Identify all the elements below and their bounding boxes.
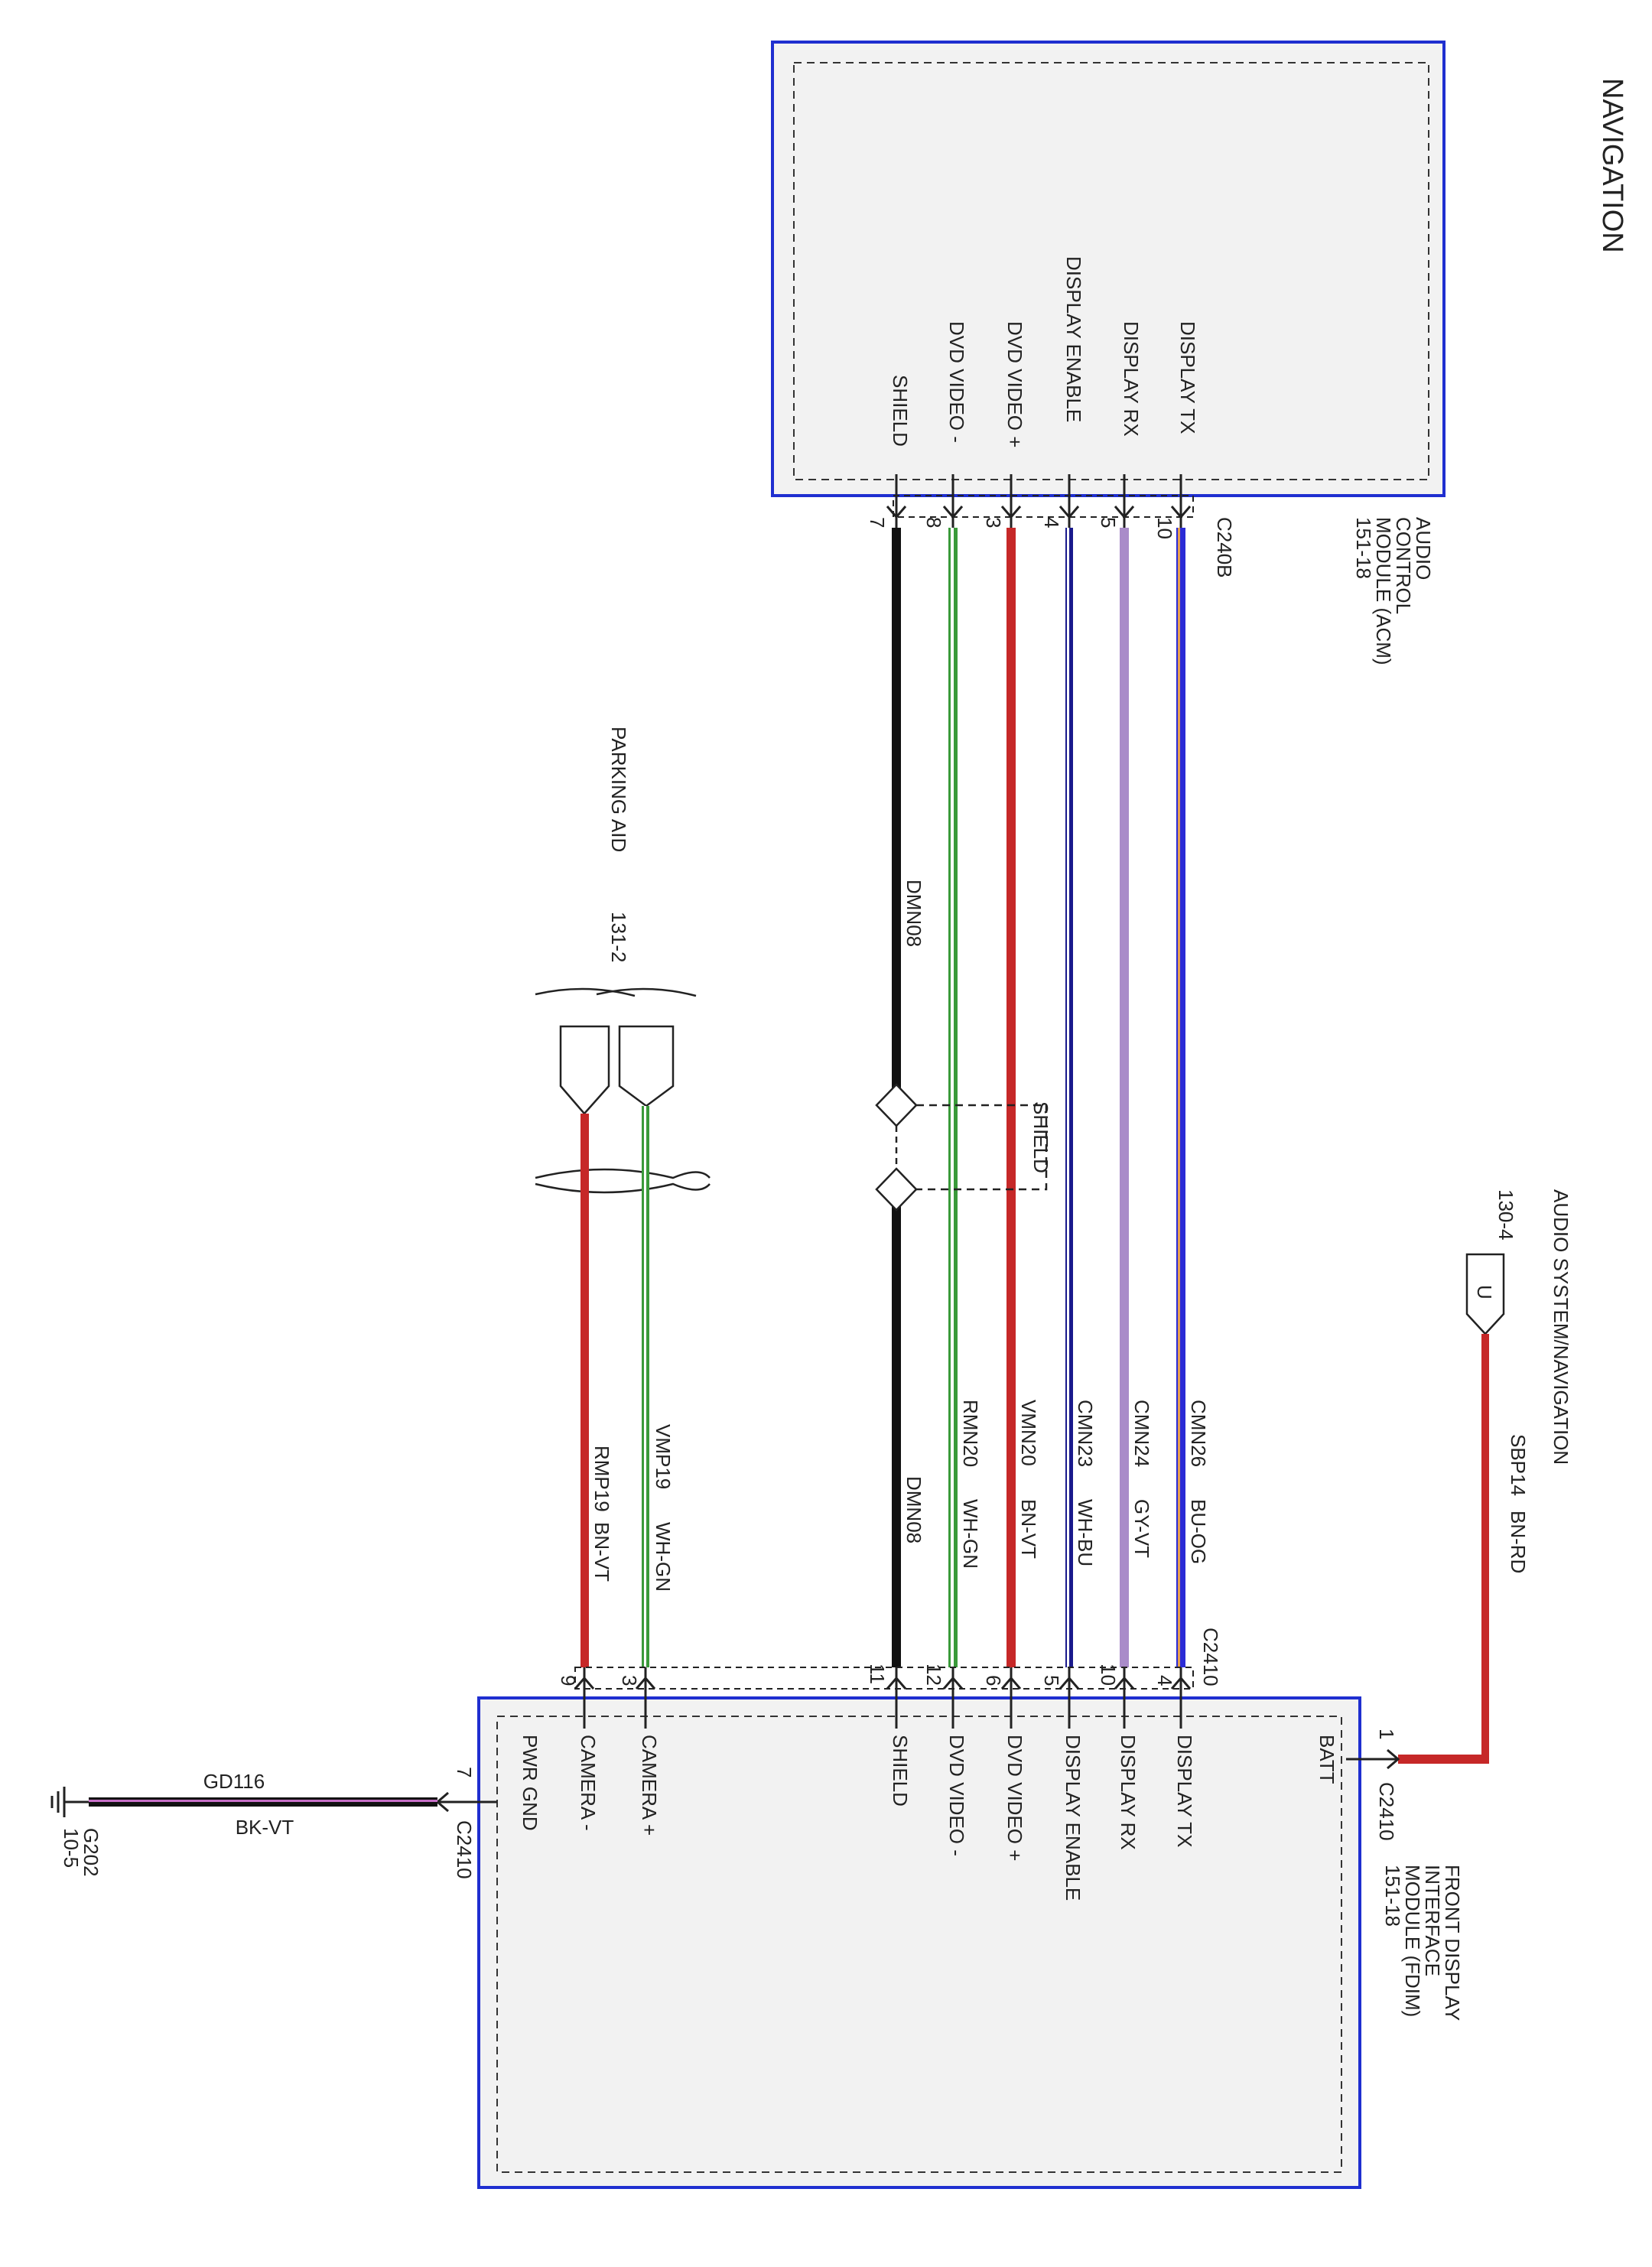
power-connector-tag [1465, 1253, 1505, 1335]
fdim-name-line-1: FRONT DISPLAY [1441, 1865, 1464, 2021]
fdim-pin-6: 6 [982, 1675, 1005, 1686]
fdim-batt-connector: C2410 [1375, 1782, 1398, 1841]
wire-label-vmp19-color: WH-GN [652, 1522, 675, 1592]
ground-wire-circuit: GD116 [203, 1770, 265, 1793]
wire-label-vmn20-color: BN-VT [1017, 1499, 1040, 1559]
ground-connector: C2410 [453, 1820, 476, 1879]
wire-label-rmp19-color: BN-VT [590, 1522, 613, 1582]
wire-label-cmn26-color: BU-OG [1187, 1499, 1210, 1564]
power-source: AUDIO SYSTEM/NAVIGATION [1550, 1189, 1572, 1465]
acm-pin-label-display-tx: DISPLAY TX [1176, 321, 1199, 434]
ground-wire-color: BK-VT [236, 1816, 294, 1839]
fdim-connector-terminals [435, 1667, 1400, 1813]
parking-aid-connector [535, 987, 711, 1194]
acm-pin-7: 7 [866, 517, 889, 528]
acm-module [771, 41, 1446, 497]
power-circuit: SBP14 [1507, 1434, 1530, 1496]
fdim-pin-9: 9 [557, 1675, 580, 1686]
fdim-pin-label-display-enable: DISPLAY ENABLE [1062, 1735, 1085, 1901]
fdim-pin-label-camera-plus: CAMERA + [638, 1735, 661, 1836]
fdim-pin-label-dvd-video-minus: DVD VIDEO - [945, 1735, 968, 1856]
wire-cmn24 [1120, 528, 1129, 1667]
fdim-name-line-2: INTERFACE [1421, 1865, 1444, 1976]
fdim-pin-12: 12 [922, 1664, 945, 1686]
fdim-pin-label-display-tx: DISPLAY TX [1173, 1735, 1196, 1847]
wire-label-cmn24-circuit: CMN24 [1130, 1400, 1153, 1467]
wire-dmn08-upper [892, 528, 901, 1101]
ground-name: G202 [80, 1828, 102, 1877]
wire-sbp14-vertical [1481, 1334, 1489, 1762]
power-color: BN-RD [1507, 1511, 1530, 1573]
acm-pin-5: 5 [1097, 517, 1120, 528]
page-title: NAVIGATION [1596, 78, 1628, 253]
fdim-pin-label-pwr-gnd: PWR GND [519, 1735, 541, 1831]
fdim-pin-label-display-rx: DISPLAY RX [1117, 1735, 1140, 1850]
fdim-pin-4: 4 [1153, 1675, 1176, 1686]
fdim-connector: C2410 [1199, 1628, 1222, 1686]
fdim-module [477, 1696, 1361, 2189]
parking-aid-label: PARKING AID [607, 727, 630, 852]
fdim-name-line-4: 151-18 [1381, 1865, 1404, 1927]
wire-label-cmn23-color: WH-BU [1074, 1499, 1097, 1566]
acm-pin-label-display-enable: DISPLAY ENABLE [1062, 256, 1085, 422]
wire-label-vmn20-circuit: VMN20 [1017, 1400, 1040, 1466]
wire-label-cmn24-color: GY-VT [1130, 1499, 1153, 1558]
camera-wires [580, 1106, 649, 1667]
acm-name-line-1: AUDIO [1412, 517, 1435, 580]
acm-connector: C240B [1213, 517, 1236, 578]
acm-name-line-3: MODULE (ACM) [1372, 517, 1395, 665]
power-feed [1398, 1253, 1505, 1764]
wire-vmn20 [1006, 528, 1016, 1667]
fdim-pin-10: 10 [1097, 1664, 1120, 1686]
wire-label-rmn20-color: WH-GN [959, 1499, 982, 1569]
shield-graphic [875, 1083, 1048, 1212]
acm-name-line-4: 151-18 [1352, 517, 1375, 579]
acm-pin-8: 8 [922, 517, 945, 528]
fdim-name-line-3: MODULE (FDIM) [1401, 1865, 1424, 2017]
acm-pin-label-shield: SHIELD [889, 375, 912, 447]
fdim-pin-label-camera-minus: CAMERA - [577, 1735, 600, 1831]
fdim-pin-1: 1 [1375, 1729, 1398, 1739]
fdim-pin-11: 11 [866, 1664, 889, 1684]
ground-ref: 10-5 [60, 1828, 83, 1868]
ground-pin: 7 [453, 1767, 476, 1777]
wire-label-rmp19-circuit: RMP19 [590, 1446, 613, 1512]
acm-pin-3: 3 [982, 517, 1005, 528]
wire-label-dmn08-circuit: DMN08 [902, 1476, 925, 1543]
wire-cmn26 [1176, 528, 1185, 1667]
harness-wires [892, 528, 1185, 1667]
acm-name: AUDIO CONTROL MODULE (ACM) 151-18 [1352, 517, 1435, 665]
acm-name-line-2: CONTROL [1392, 517, 1415, 614]
acm-pin-4: 4 [1040, 517, 1063, 528]
fdim-connector-shell [574, 1667, 1194, 1690]
fdim-pin-5: 5 [1040, 1675, 1063, 1686]
shield-label: SHIELD [1029, 1101, 1052, 1173]
fdim-pin-label-batt: BATT [1315, 1735, 1338, 1784]
wire-label-vmp19-circuit: VMP19 [652, 1424, 675, 1489]
parking-aid-ref: 131-2 [607, 912, 630, 963]
wire-dmn08-lower [892, 1189, 901, 1667]
acm-pin-label-dvd-video-plus: DVD VIDEO + [1003, 321, 1026, 447]
fdim-name: FRONT DISPLAY INTERFACE MODULE (FDIM) 15… [1381, 1865, 1464, 2021]
acm-connector-shell [893, 495, 1194, 518]
acm-pin-label-dvd-video-minus: DVD VIDEO - [945, 321, 968, 443]
acm-connector-terminals [886, 474, 1192, 528]
ground-circuit [50, 1787, 437, 1817]
wire-label-cmn23-circuit: CMN23 [1074, 1400, 1097, 1467]
fdim-pin-label-shield: SHIELD [889, 1735, 912, 1807]
wire-label-rmn20-circuit: RMN20 [959, 1400, 982, 1467]
fdim-pin-3: 3 [618, 1675, 641, 1686]
power-tag-letter: U [1473, 1285, 1496, 1299]
wire-dmn08-upper-circuit: DMN08 [902, 880, 925, 947]
wire-label-cmn26-circuit: CMN26 [1187, 1400, 1210, 1467]
acm-pin-10: 10 [1153, 517, 1176, 539]
wire-sbp14-horizontal [1398, 1755, 1489, 1764]
fdim-pin-label-dvd-video-plus: DVD VIDEO + [1003, 1735, 1026, 1861]
wire-rmp19 [580, 1114, 589, 1667]
acm-pin-label-display-rx: DISPLAY RX [1120, 321, 1143, 437]
power-ref: 130-4 [1494, 1189, 1517, 1241]
